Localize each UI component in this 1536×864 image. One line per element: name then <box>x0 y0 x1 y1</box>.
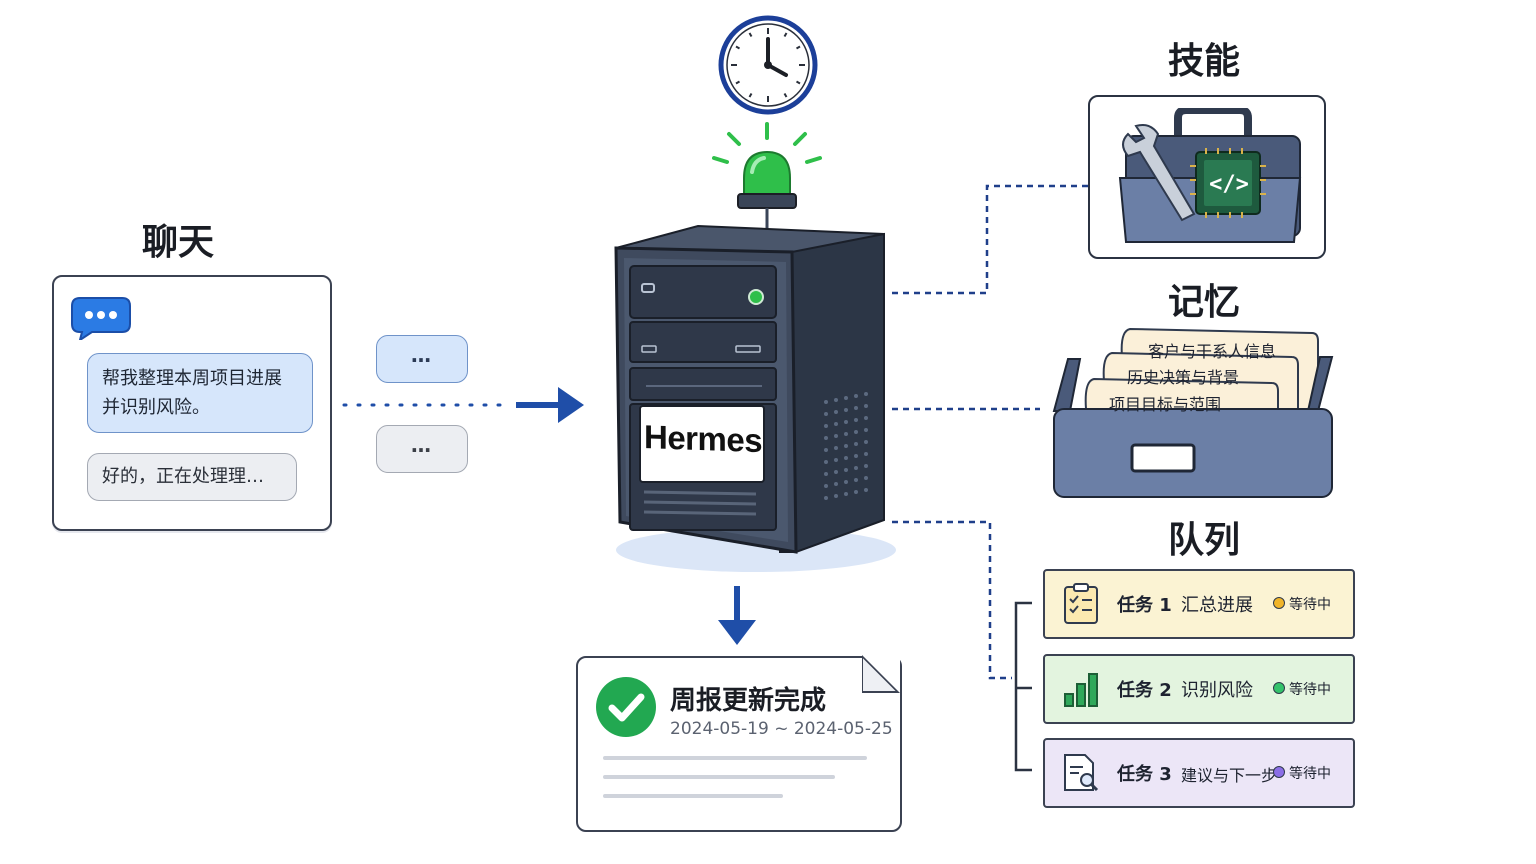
server-to-report-arrow-head <box>718 620 756 645</box>
queue-task-2: 任务 2 识别风险 等待中 <box>1043 654 1355 724</box>
memory-title: 记忆 <box>1167 282 1240 323</box>
task-3-name: 建议与下一步 <box>1181 766 1278 785</box>
task-1-status-dot <box>1273 597 1285 609</box>
report-text-line <box>603 756 867 760</box>
status-beacon-icon <box>712 122 822 228</box>
server-to-skills-connector <box>892 184 1088 295</box>
clipboard-checklist-icon <box>1064 583 1098 624</box>
task-3-status-dot <box>1273 766 1285 778</box>
task-3-label: 任务 3 <box>1117 764 1172 785</box>
queue-title: 队列 <box>1167 520 1240 561</box>
check-circle-icon <box>596 677 656 737</box>
document-search-icon <box>1064 754 1099 792</box>
task-2-label: 任务 2 <box>1117 680 1172 701</box>
server-label: Hermes <box>644 418 763 460</box>
report-text-line <box>603 775 835 779</box>
report-title: 周报更新完成 <box>670 686 827 716</box>
task-2-name: 识别风险 <box>1181 680 1253 701</box>
typing-bubble-gray: … <box>376 425 468 473</box>
chat-panel: 帮我整理本周项目进展并识别风险。 好的，正在处理理… <box>52 275 332 531</box>
task-3-status: 等待中 <box>1289 766 1331 782</box>
memory-card-1: 客户与干系人信息 <box>1148 342 1277 361</box>
report-date-range: 2024-05-19 ~ 2024-05-25 <box>670 719 893 739</box>
queue-task-3: 任务 3 建议与下一步 等待中 <box>1043 738 1355 808</box>
report-card: 周报更新完成 2024-05-19 ~ 2024-05-25 <box>576 656 902 832</box>
task-1-label: 任务 1 <box>1117 595 1172 616</box>
chip-code-label: </> <box>1209 172 1249 197</box>
page-fold-icon <box>862 655 900 693</box>
server-tower <box>614 224 896 572</box>
report-text-line <box>603 794 783 798</box>
server-to-queue-connector <box>892 520 1012 680</box>
memory-card-2: 历史决策与背景 <box>1127 368 1240 387</box>
queue-bracket <box>1014 601 1032 772</box>
chat-to-server-arrow-head <box>558 387 584 423</box>
skills-title: 技能 <box>1167 41 1240 82</box>
task-2-status: 等待中 <box>1289 682 1331 698</box>
memory-card-3: 项目目标与范围 <box>1109 395 1222 414</box>
chat-bubble-icon <box>71 297 131 340</box>
typing-bubble-blue: … <box>376 335 468 383</box>
bot-message-text: 好的，正在处理理… <box>102 466 264 487</box>
bot-message-bubble: 好的，正在处理理… <box>87 453 297 501</box>
task-1-status: 等待中 <box>1289 597 1331 613</box>
clock-icon <box>718 15 818 115</box>
user-message-bubble: 帮我整理本周项目进展并识别风险。 <box>87 353 313 433</box>
toolbox-icon <box>1118 108 1302 243</box>
user-message-text: 帮我整理本周项目进展并识别风险。 <box>102 368 282 418</box>
bar-chart-icon <box>1064 673 1098 707</box>
task-2-status-dot <box>1273 682 1285 694</box>
chat-title: 聊天 <box>141 222 214 263</box>
task-1-name: 汇总进展 <box>1181 595 1253 616</box>
file-drawer-icon <box>1052 327 1334 498</box>
queue-task-1: 任务 1 汇总进展 等待中 <box>1043 569 1355 639</box>
